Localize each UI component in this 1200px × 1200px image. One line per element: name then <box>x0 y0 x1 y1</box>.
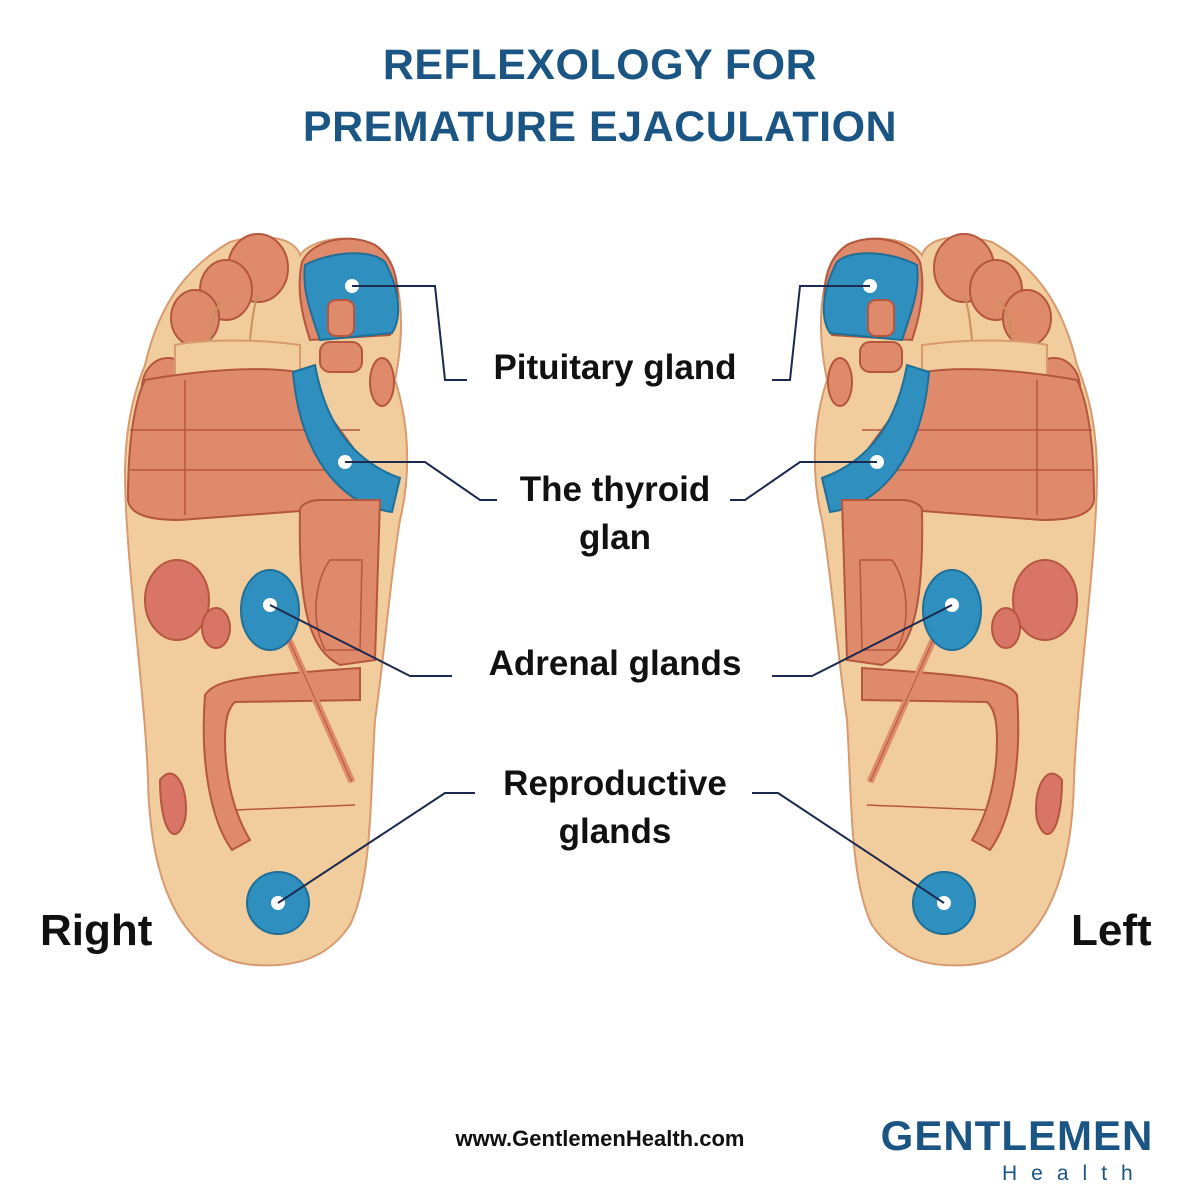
leader-lines-left <box>730 285 953 904</box>
label-reproductive-line-1: Reproductive <box>503 764 727 803</box>
title-line-1: REFLEXOLOGY FOR <box>382 41 818 89</box>
label-thyroid-line-1: The thyroid <box>519 470 711 509</box>
leader-lines-right <box>269 285 497 904</box>
footer-url: www.GentlemenHealth.com <box>455 1126 745 1151</box>
label-left-foot: Left <box>1071 906 1152 955</box>
label-right-foot: Right <box>40 906 153 955</box>
logo-word: GENTLEMEN <box>880 1112 1154 1159</box>
label-reproductive-line-2: glands <box>558 812 672 851</box>
title-line-2: PREMATURE EJACULATION <box>302 103 898 151</box>
logo-subtitle: Health <box>1002 1162 1147 1185</box>
label-adrenal-glands: Adrenal glands <box>488 644 742 683</box>
gentlemen-health-logo: GENTLEMEN Health <box>872 1112 1172 1192</box>
right-foot <box>125 234 407 965</box>
left-foot <box>815 234 1097 965</box>
label-reproductive-glands: Reproductive glands <box>470 760 760 856</box>
page-title: REFLEXOLOGY FOR PREMATURE EJACULATION <box>0 34 1200 158</box>
label-pituitary-gland: Pituitary gland <box>493 348 737 387</box>
label-thyroid-line-2: glan <box>579 518 651 557</box>
label-thyroid-gland: The thyroid glan <box>490 466 740 562</box>
